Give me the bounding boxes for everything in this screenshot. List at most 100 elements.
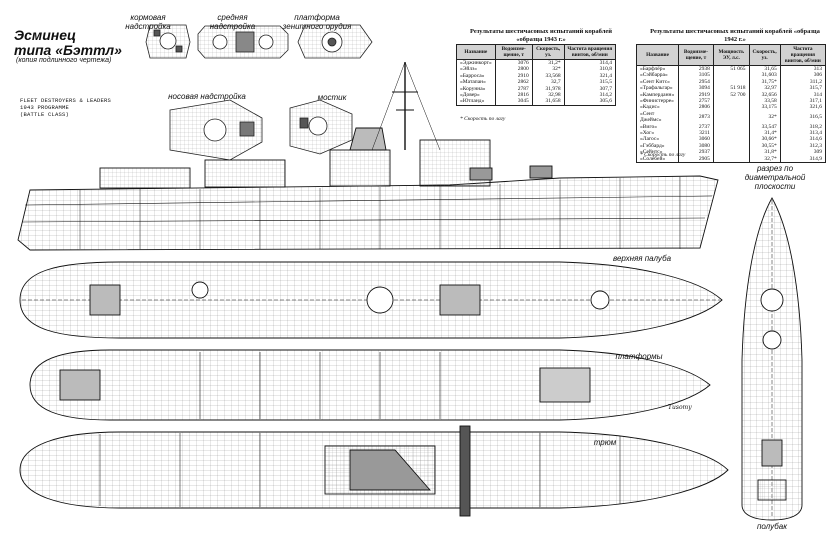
label-mid-superstructure: средняя надстройка (209, 13, 256, 31)
table-1943-note: * Скорость по лагу (460, 116, 506, 122)
table-cell: 3105 (678, 72, 714, 79)
table-cell: 2937 (678, 149, 714, 156)
table-cell: 314,2 (563, 92, 617, 99)
table-cell: «Ютланд» (456, 98, 496, 106)
table-cell: 321,4 (563, 72, 617, 80)
label-hold: трюм (593, 438, 617, 447)
bridge-plan (289, 99, 353, 155)
table-cell: 31,658 (531, 98, 565, 106)
table-cell: 314 (779, 91, 827, 99)
signature: Tusomy (668, 404, 692, 411)
table-cell: «Кадис» (635, 104, 680, 111)
table-header-cell: Водоизме-щение, т (678, 44, 714, 66)
upper-deck-plan (19, 261, 723, 339)
table-cell: 309 (779, 149, 827, 156)
table-cell: 3094 (678, 85, 714, 92)
table-header-cell: Мощность ЭУ, л.с. (712, 44, 750, 66)
table-cell: 2787 (494, 85, 533, 93)
plan-caption: FLEET DESTROYERS & LEADERS 1943 PROGRAMM… (20, 97, 111, 118)
table-cell: 314,6 (779, 136, 827, 143)
table-cell: 3060 (678, 136, 714, 143)
table-cell: 314,4 (563, 59, 617, 67)
aa-platform-plan (297, 24, 373, 59)
table-cell: 3076 (494, 59, 533, 67)
table-cell: «Солебей» (635, 155, 680, 164)
table-cell: «Сэйбарра» (635, 72, 680, 79)
table-header-cell: Название (635, 44, 680, 66)
table-cell: 2737 (678, 123, 714, 131)
table-cell: 318,2 (779, 123, 827, 131)
table-cell: 31,65 (748, 65, 781, 73)
table-cell: 31,2* (531, 59, 565, 67)
table-cell: «Барфлёр» (635, 65, 680, 73)
bow-superstructure-plan (169, 99, 263, 161)
table-header-cell: Название (456, 44, 496, 60)
table-cell: «Гэббард» (635, 142, 680, 150)
label-section: разрез по диаметральной плоскости (744, 164, 806, 191)
table-1942-title: Результаты шестичасовых испытаний корабл… (650, 28, 820, 43)
table-cell: «Сент Джеймс» (635, 110, 680, 124)
table-cell: 314,9 (779, 155, 827, 164)
table-cell: 313 (779, 65, 827, 73)
table-header-cell: Частота вращения винтов, об/мин (563, 44, 617, 60)
hold-plan (19, 425, 729, 517)
table-cell: 315,7 (779, 85, 827, 92)
table-cell: 3080 (678, 142, 714, 150)
mid-superstructure-plan (197, 25, 289, 59)
plan-caption-line1: FLEET DESTROYERS & LEADERS (20, 97, 112, 104)
table-cell: «Сейнтс» (635, 149, 680, 156)
label-bridge: мостик (317, 93, 347, 102)
table-cell: 317,1 (779, 98, 827, 105)
table-cell: 2919 (678, 91, 714, 99)
table-cell: 312,3 (779, 142, 827, 150)
table-cell: «Виго» (635, 123, 680, 131)
table-cell: 316,5 (779, 110, 827, 124)
title-line2: типа «Бэттл» (14, 42, 122, 58)
drawing-title: Эсминец типа «Бэттл» (14, 28, 122, 58)
table-cell: 310,8 (563, 66, 617, 73)
table-cell: 51 065 (712, 65, 750, 73)
table-cell: 2757 (678, 98, 714, 105)
table-header-cell: Частота вращения винтов, об/мин (779, 44, 827, 66)
table-cell: 321,6 (779, 104, 827, 111)
forecastle-plan (741, 197, 803, 521)
table-cell: «Трафальгар» (635, 85, 680, 92)
table-1942-note: * Скорость по лагу (640, 152, 686, 158)
label-aa-platform: платформа зенитного орудия (282, 13, 352, 31)
table-cell: «Сент Китс» (635, 78, 680, 86)
table-cell: 306 (779, 72, 827, 79)
label-forecastle: полубак (757, 522, 787, 531)
label-bow-superstructure: носовая надстройка (168, 92, 246, 101)
table-cell: 3211 (678, 130, 714, 137)
table-cell: 2806 (678, 104, 714, 111)
platforms-plan (29, 349, 711, 421)
label-upper-deck: верхняя палуба (612, 254, 672, 263)
table-cell: 32,7* (748, 155, 781, 164)
table-cell: 2905 (678, 155, 714, 164)
table-cell: 2938 (678, 65, 714, 73)
table-cell: «Лагос» (635, 136, 680, 143)
plan-caption-line2: 1943 PROGRAMME (20, 104, 70, 111)
side-profile (17, 61, 719, 251)
table-cell: 2816 (494, 92, 533, 99)
